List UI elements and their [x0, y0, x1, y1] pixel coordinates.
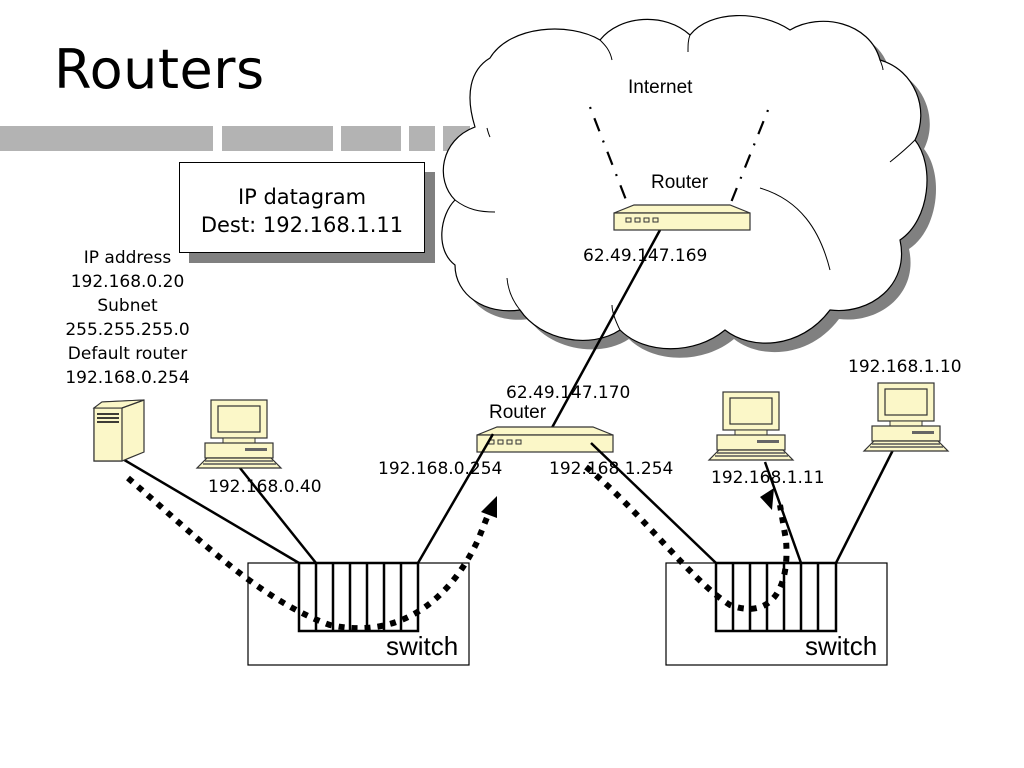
subnet-label: Subnet — [97, 296, 158, 316]
packet-path-right — [584, 464, 790, 612]
pc-0-40-ip: 192.168.0.40 — [208, 477, 322, 497]
internet-router-label: Router — [651, 172, 709, 193]
internet-router-icon — [613, 204, 751, 231]
arrowhead-icon — [760, 488, 774, 510]
default-router-value: 192.168.0.254 — [65, 368, 190, 388]
link-router-lan1-switch — [590, 442, 717, 564]
internet-router-ip: 62.49.147.169 — [583, 246, 708, 266]
switch-right-label: switch — [805, 631, 878, 661]
link-pc111-switch — [763, 461, 803, 564]
link-pc040-switch — [239, 467, 317, 564]
internet-link-left — [588, 106, 630, 206]
ip-datagram-box: IP datagram Dest: 192.168.1.11 — [179, 162, 425, 253]
default-router-label: Default router — [67, 344, 188, 364]
title-bar-segment — [341, 126, 401, 151]
local-router-label: Router — [489, 402, 547, 423]
desktop-computer-icon — [708, 391, 794, 461]
ip-address-value: 192.168.0.20 — [70, 272, 185, 292]
ip-address-label: IP address — [83, 248, 172, 268]
router-lan0-ip: 192.168.0.254 — [378, 459, 503, 479]
internet-cloud — [441, 14, 936, 358]
switch-right — [665, 561, 888, 666]
pc-1-11-ip: 192.168.1.11 — [711, 468, 825, 488]
desktop-computer-icon — [196, 399, 282, 469]
title-bar-segment — [409, 126, 435, 151]
title-bar-segment — [0, 126, 213, 151]
link-server-switch — [120, 456, 300, 565]
link-pc110-switch — [834, 445, 897, 564]
slide-title: Routers — [54, 38, 265, 101]
title-bar-segment — [222, 126, 333, 151]
switch-left-label: switch — [386, 631, 459, 661]
packet-path-left — [126, 475, 493, 632]
host-config-info: IP address 192.168.0.20 Subnet 255.255.2… — [40, 246, 215, 390]
internet-label: Internet — [628, 77, 693, 98]
wan-link — [546, 229, 662, 436]
link-switch-router-lan0 — [416, 433, 495, 564]
arrowhead-icon — [481, 496, 497, 518]
router-lan1-ip: 192.168.1.254 — [549, 459, 674, 479]
server-icon — [92, 399, 145, 462]
datagram-dest: Dest: 192.168.1.11 — [200, 213, 404, 237]
subnet-value: 255.255.255.0 — [65, 320, 190, 340]
desktop-computer-icon — [863, 382, 949, 452]
router-wan-ip: 62.49.147.170 — [506, 383, 631, 403]
local-router-icon — [476, 426, 614, 453]
pc-1-10-ip: 192.168.1.10 — [848, 357, 962, 377]
datagram-title: IP datagram — [237, 185, 367, 209]
internet-link-right — [728, 109, 770, 206]
